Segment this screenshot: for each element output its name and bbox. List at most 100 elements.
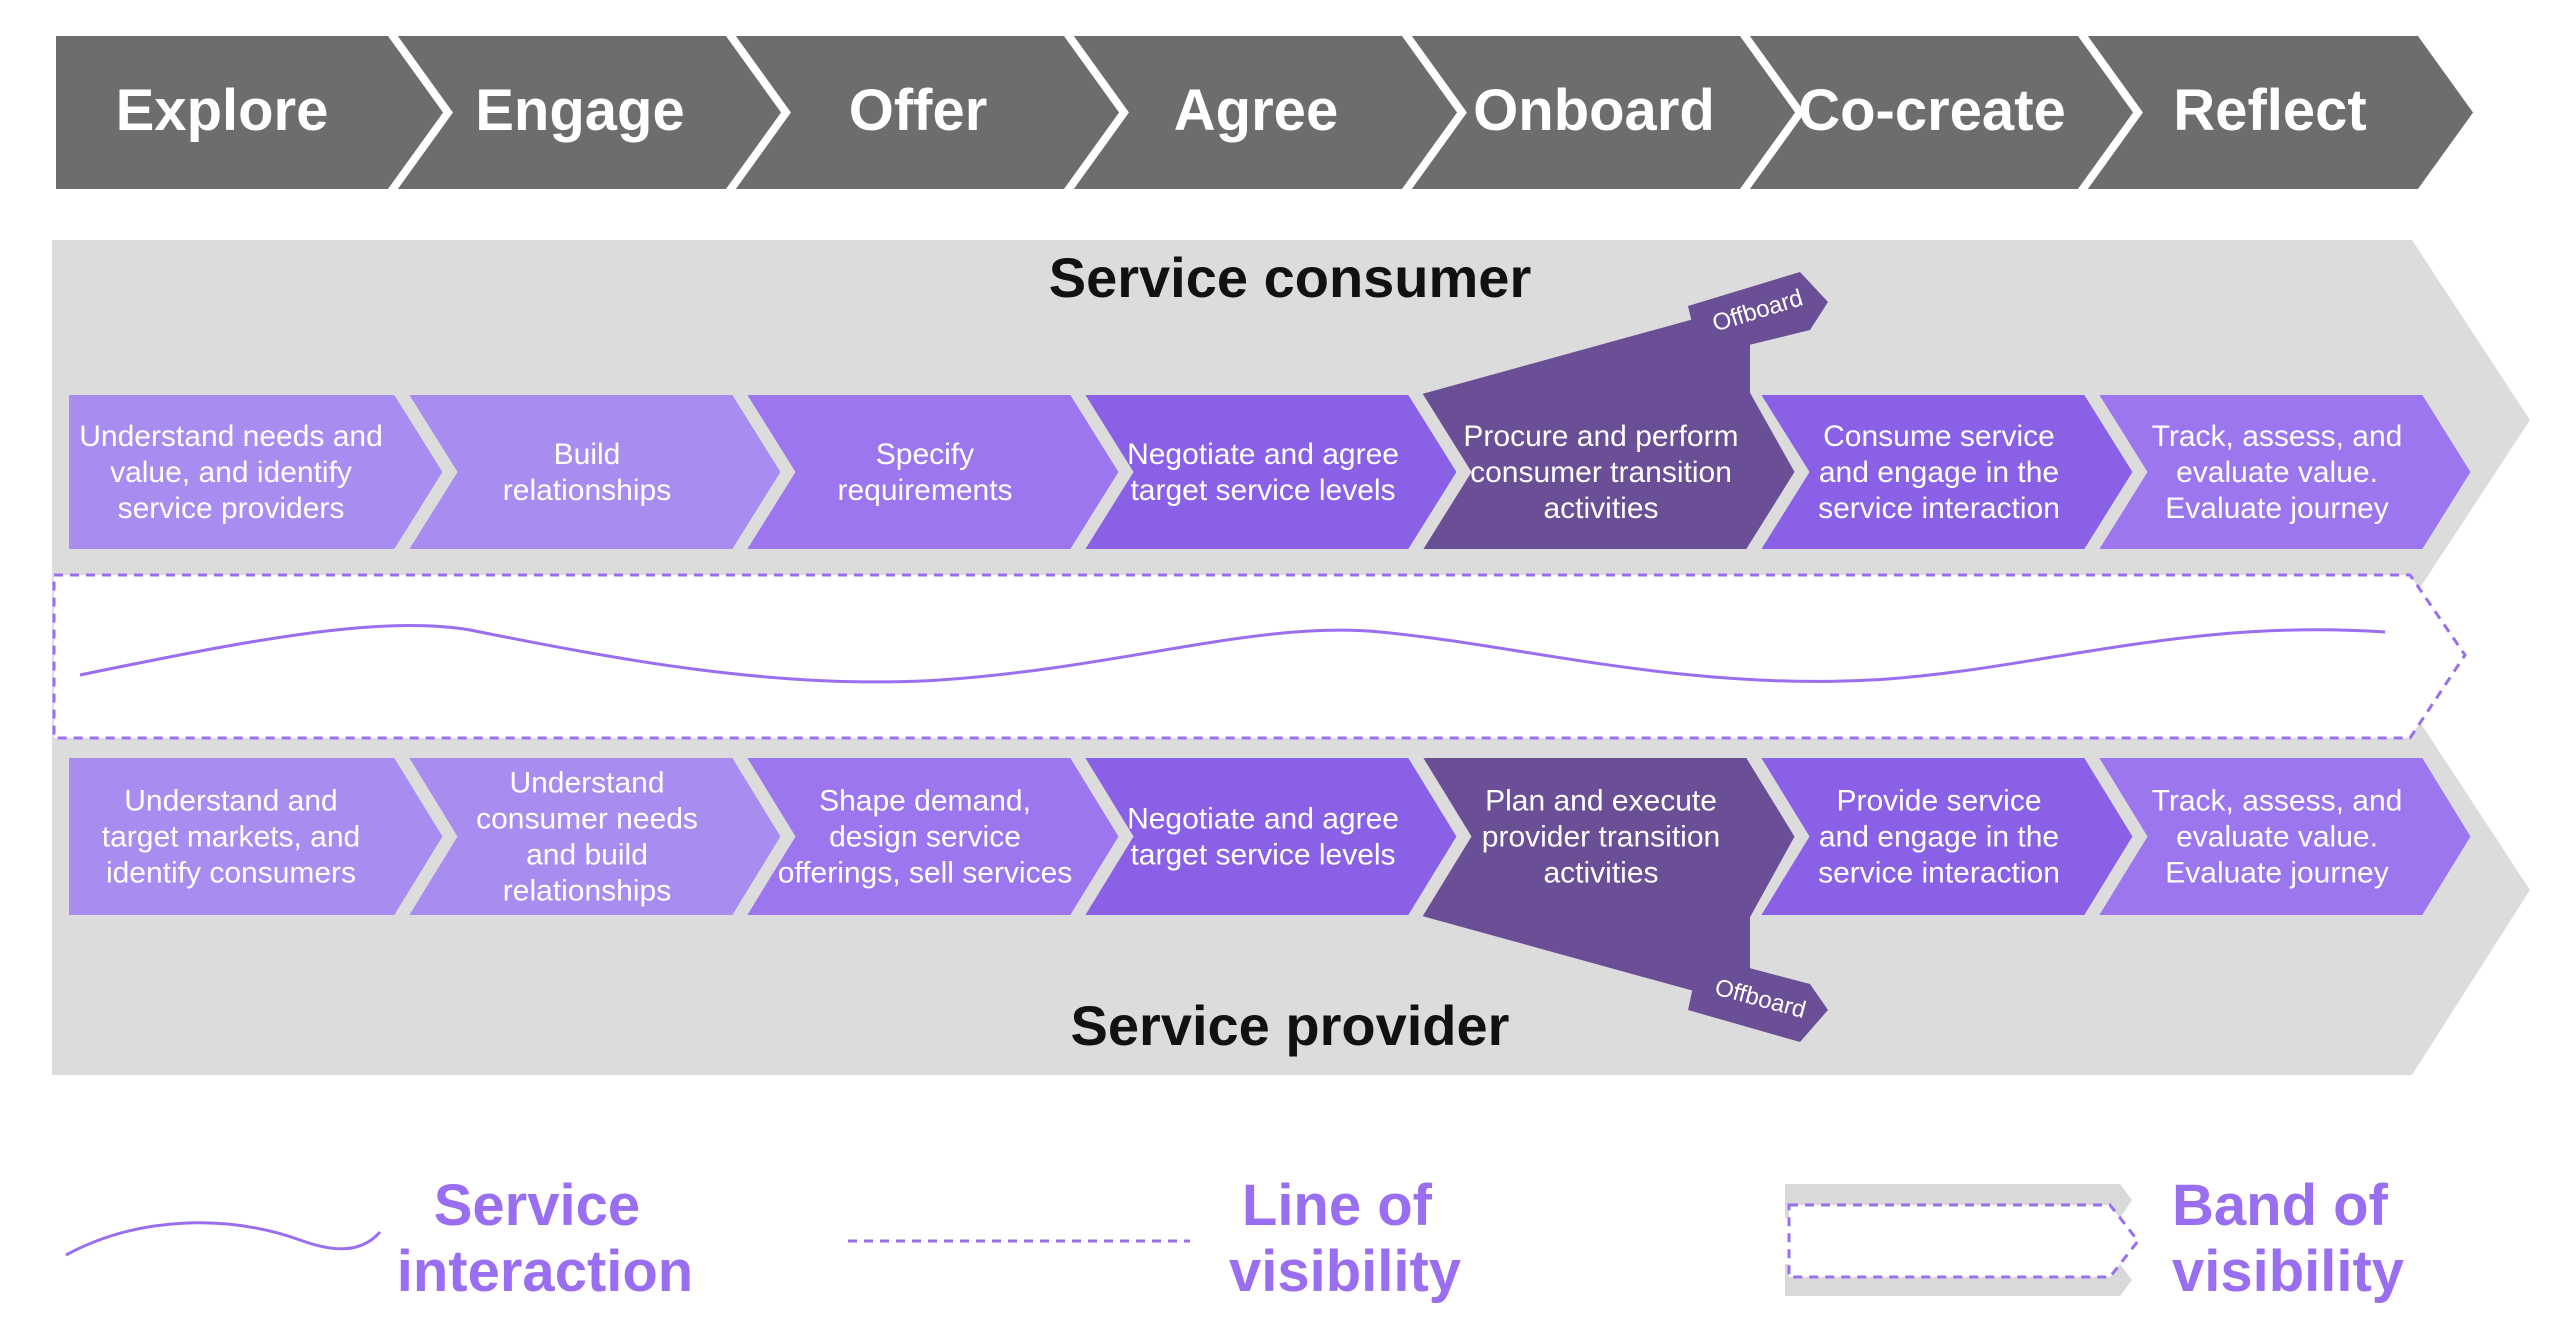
- phase-chevron-shape: [2072, 28, 2483, 197]
- consumer-step-line: Evaluate journey: [2165, 492, 2388, 525]
- legend-line-of-visibility-label: Line of visibility: [1229, 1173, 1461, 1304]
- provider-step-shape: [398, 752, 788, 921]
- consumer-step-shape: [1074, 389, 1464, 555]
- consumer-step-line: relationships: [503, 474, 671, 507]
- provider-step-line: service interaction: [1818, 857, 2060, 890]
- phase-label-reflect: Reflect: [2173, 78, 2366, 143]
- provider-step-line: evaluate value.: [2176, 821, 2378, 854]
- phase-reflect: Reflect: [2072, 28, 2483, 197]
- phase-label-offer: Offer: [849, 78, 988, 143]
- legend-service-line-1: Service: [434, 1173, 640, 1238]
- consumer-step-line: target service levels: [1130, 474, 1395, 507]
- phase-label-agree: Agree: [1174, 78, 1338, 143]
- consumer-step-shape: [736, 389, 1126, 555]
- legend-band-line-2: visibility: [2172, 1239, 2404, 1304]
- legend: Service interaction Line of visibility B…: [65, 1173, 2404, 1304]
- provider-step-shape: [2088, 752, 2478, 921]
- provider-step-line: identify consumers: [106, 857, 356, 890]
- consumer-step-line: activities: [1543, 492, 1658, 525]
- legend-service-interaction-wave: [65, 1221, 382, 1257]
- phase-label-explore: Explore: [116, 78, 329, 143]
- provider-step-line: target markets, and: [102, 821, 360, 854]
- consumer-step-shape: [2088, 389, 2478, 555]
- consumer-step-line: service providers: [118, 492, 345, 525]
- provider-step-line: Understand: [509, 767, 664, 800]
- band-of-visibility: [52, 573, 2467, 740]
- legend-service-interaction-label: Service interaction: [397, 1173, 694, 1304]
- legend-band-of-visibility-label: Band of visibility: [2172, 1173, 2404, 1304]
- phase-label-onboard: Onboard: [1473, 78, 1715, 143]
- provider-step-line: Understand and: [124, 785, 338, 818]
- consumer-step-line: Negotiate and agree: [1127, 438, 1399, 471]
- phase-co-create: Co-create: [1734, 28, 2145, 197]
- phase-onboard: Onboard: [1396, 28, 1807, 197]
- provider-step-line: and engage in the: [1819, 821, 2059, 854]
- provider-step-line: activities: [1543, 857, 1658, 890]
- phase-label-engage: Engage: [475, 78, 685, 143]
- consumer-step-shape: [1750, 389, 2140, 555]
- consumer-title: Service consumer: [1049, 246, 1531, 309]
- provider-offboard-tag: Offboard: [1688, 955, 1828, 1042]
- phase-chevron-row: Explore Engage Offer Agree Onboard Co-create R…: [48, 28, 2483, 197]
- provider-step-line: consumer needs: [476, 803, 698, 836]
- consumer-step-shape: [398, 389, 788, 555]
- provider-step-line: Plan and execute: [1485, 785, 1717, 818]
- provider-step-line: relationships: [503, 875, 671, 908]
- consumer-step-line: Consume service: [1823, 420, 2055, 453]
- phase-agree: Agree: [1058, 28, 1469, 197]
- provider-step-line: Negotiate and agree: [1127, 803, 1399, 836]
- provider-step-shape: [63, 752, 450, 921]
- provider-step-line: target service levels: [1130, 839, 1395, 872]
- legend-band-line-1: Band of: [2172, 1173, 2389, 1238]
- legend-service-line-2: interaction: [397, 1239, 694, 1304]
- consumer-step-shape: [63, 389, 450, 555]
- provider-step-shape: [736, 752, 1126, 921]
- provider-step-shape: [1074, 752, 1464, 921]
- provider-step-line: Shape demand,: [819, 785, 1031, 818]
- service-interaction-wave: [79, 624, 2386, 684]
- consumer-step-line: requirements: [837, 474, 1012, 507]
- phase-engage: Engage: [382, 28, 793, 197]
- consumer-step-line: Track, assess, and: [2152, 420, 2403, 453]
- provider-step-line: and build: [526, 839, 648, 872]
- consumer-step-line: consumer transition: [1470, 456, 1732, 489]
- provider-step-line: Track, assess, and: [2152, 785, 2403, 818]
- consumer-step-line: service interaction: [1818, 492, 2060, 525]
- phase-offer: Offer: [720, 28, 1131, 197]
- legend-line-line-1: Line of: [1242, 1173, 1433, 1238]
- phase-label-co-create: Co-create: [1798, 78, 2066, 143]
- provider-title: Service provider: [1071, 994, 1510, 1057]
- provider-step-line: design service: [829, 821, 1021, 854]
- consumer-step-line: evaluate value.: [2176, 456, 2378, 489]
- consumer-step-line: and engage in the: [1819, 456, 2059, 489]
- phase-explore: Explore: [48, 28, 455, 197]
- consumer-step-line: Build: [554, 438, 621, 471]
- provider-step-line: Evaluate journey: [2165, 857, 2388, 890]
- provider-step-shape: [1750, 752, 2140, 921]
- consumer-step-line: value, and identify: [110, 456, 352, 489]
